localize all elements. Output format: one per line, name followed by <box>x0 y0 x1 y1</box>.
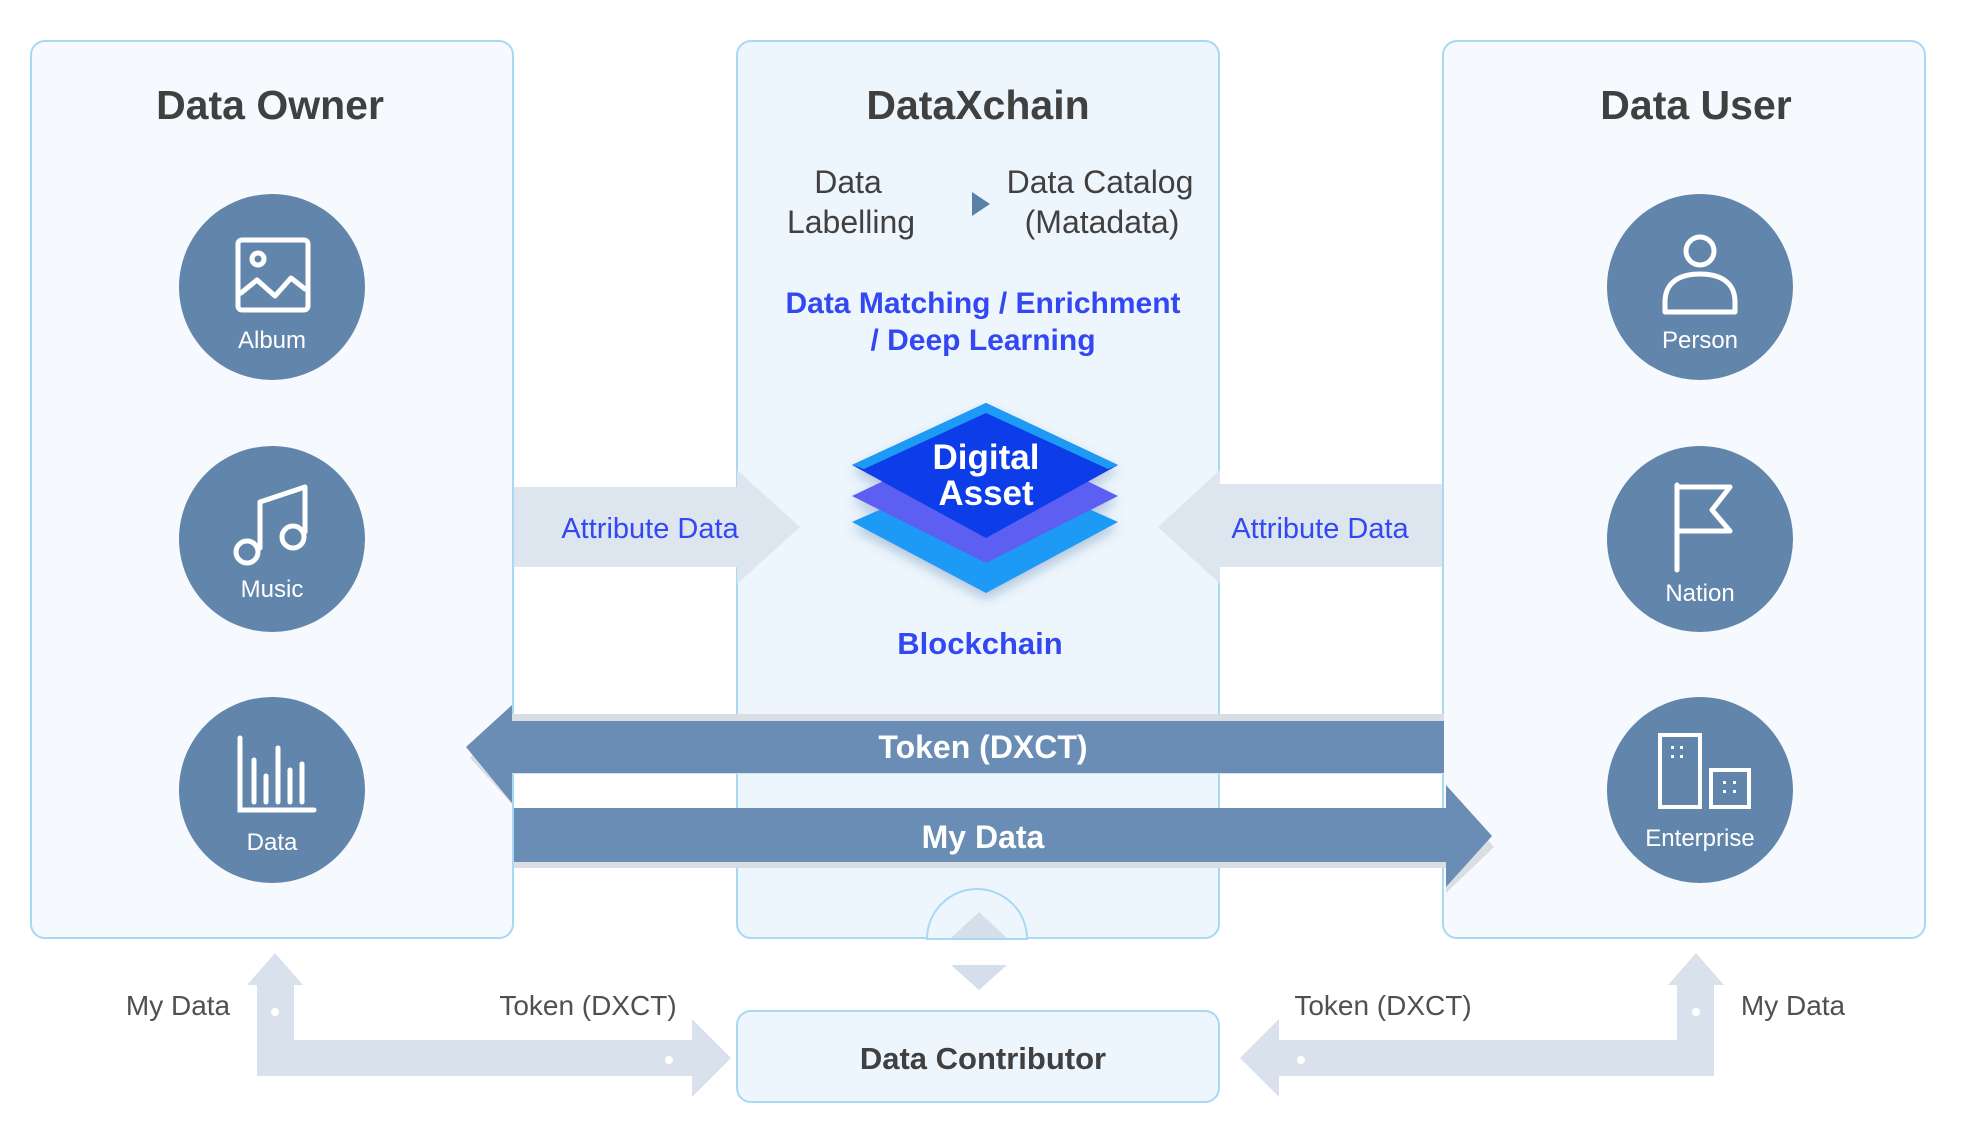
up-arrow-icon <box>951 912 1007 938</box>
data-user-title: Data User <box>1600 82 1791 128</box>
connector-dot <box>271 1008 279 1016</box>
bar-chart-icon <box>237 735 317 813</box>
attribute-arrow-left <box>514 470 800 584</box>
attribute-arrow-right <box>1158 470 1442 584</box>
data-label: Data <box>247 829 298 856</box>
nation-item: Nation <box>1607 446 1793 632</box>
step-from-line2: Labelling <box>787 204 915 240</box>
bottom-right-mydata-label: My Data <box>1741 990 1846 1021</box>
down-arrow-icon <box>951 965 1007 990</box>
image-icon <box>235 237 311 313</box>
token-bar[interactable] <box>466 705 1444 803</box>
mydata-bar-label: My Data <box>922 819 1045 855</box>
enterprise-item: Enterprise <box>1607 697 1793 883</box>
bottom-right-token-label: Token (DXCT) <box>1294 990 1471 1021</box>
album-label: Album <box>238 327 306 354</box>
blockchain-label: Blockchain <box>897 626 1062 661</box>
data-contributor-box <box>736 1010 1220 1103</box>
music-item: Music <box>179 446 365 632</box>
digital-asset-line2: Asset <box>938 474 1034 513</box>
bottom-left-mydata-label: My Data <box>126 990 231 1021</box>
connector-dot <box>1297 1056 1305 1064</box>
building-icon <box>1658 733 1751 809</box>
data-owner-title: Data Owner <box>156 82 384 128</box>
attribute-label-left: Attribute Data <box>561 513 739 545</box>
dataxchain-title: DataXchain <box>866 82 1089 128</box>
mydata-bar[interactable] <box>514 785 1492 887</box>
token-bar-label: Token (DXCT) <box>878 729 1087 765</box>
step-to-line2: (Matadata) <box>1025 204 1180 240</box>
person-item: Person <box>1607 194 1793 380</box>
digital-asset-graphic <box>852 403 1118 593</box>
connector-dot <box>1692 1008 1700 1016</box>
attribute-label-right: Attribute Data <box>1231 513 1409 545</box>
matching-line2: / Deep Learning <box>870 324 1095 357</box>
data-contributor-label: Data Contributor <box>860 1041 1106 1076</box>
nation-label: Nation <box>1665 580 1734 607</box>
matching-line1: Data Matching / Enrichment <box>785 287 1180 320</box>
music-note-icon <box>233 484 308 566</box>
person-label: Person <box>1662 327 1738 354</box>
flag-icon <box>1674 482 1733 573</box>
building-windows <box>1671 746 1736 793</box>
step-to-line1: Data Catalog <box>1007 164 1194 200</box>
enterprise-label: Enterprise <box>1645 825 1754 852</box>
person-icon <box>1662 234 1738 315</box>
digital-asset-line1: Digital <box>933 438 1040 477</box>
bottom-left-token-label: Token (DXCT) <box>499 990 676 1021</box>
bottom-left-connector <box>247 953 731 1097</box>
bottom-right-connector <box>1240 953 1724 1097</box>
data-item: Data <box>179 697 365 883</box>
connector-dot <box>665 1056 673 1064</box>
step-arrow <box>972 192 990 216</box>
step-from-line1: Data <box>814 164 882 200</box>
music-label: Music <box>241 576 304 603</box>
album-item: Album <box>179 194 365 380</box>
